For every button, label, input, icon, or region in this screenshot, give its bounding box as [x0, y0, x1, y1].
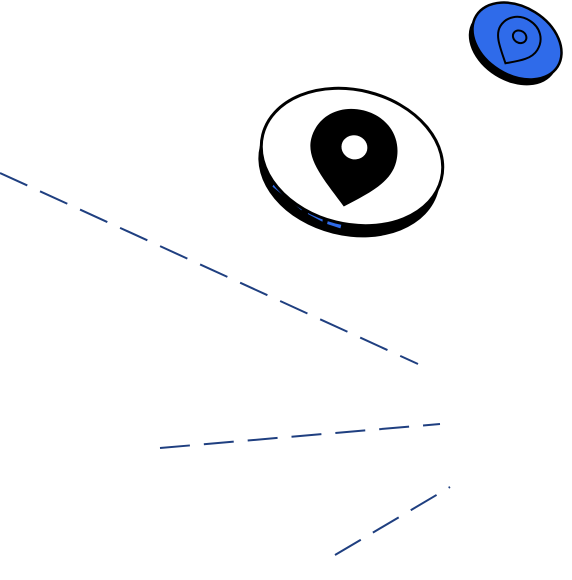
pin-hole — [341, 135, 368, 160]
location-pin-outline-icon — [497, 15, 542, 65]
dashed-line-middle — [159, 423, 441, 449]
dashed-line-upper — [0, 172, 419, 365]
dashed-connectors — [0, 172, 451, 556]
small-pin-outline — [497, 15, 542, 65]
location-pin-icon — [310, 108, 398, 207]
large-location-token — [258, 86, 445, 238]
small-pin-hole — [511, 29, 528, 45]
dashed-line-lower — [334, 486, 451, 556]
small-location-token — [468, 1, 563, 86]
